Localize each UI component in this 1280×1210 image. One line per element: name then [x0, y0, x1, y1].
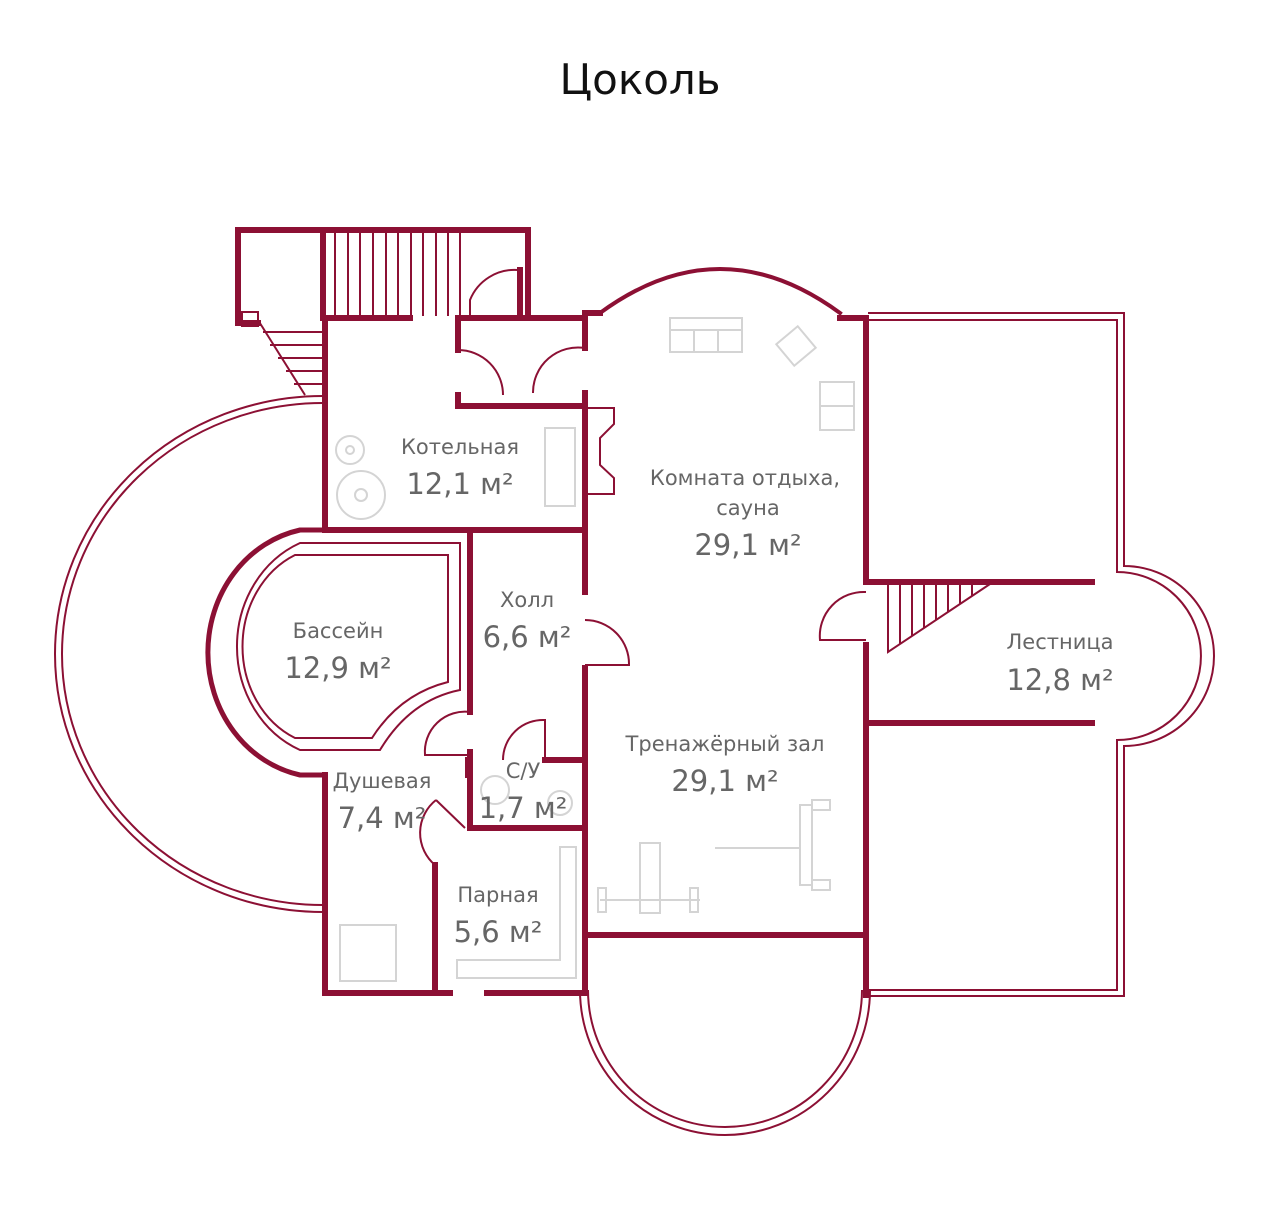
room-name: Бассейн: [293, 619, 384, 643]
room-name: Холл: [500, 588, 554, 612]
room-area: 12,9 м²: [284, 651, 391, 685]
room-name: Тренажёрный зал: [625, 732, 825, 756]
stair-walls: [863, 579, 1095, 726]
top-bay-window: [597, 267, 843, 316]
room-shower: Душевая 7,4 м²: [333, 769, 432, 835]
room-area: 12,1 м²: [406, 467, 513, 501]
room-gym: Тренажёрный зал 29,1 м²: [625, 732, 825, 798]
walls: [322, 310, 869, 998]
terrace-arc: [54, 395, 324, 913]
pool: [235, 542, 461, 751]
room-name-line2: сауна: [716, 496, 779, 520]
room-hall: Холл 6,6 м²: [483, 588, 572, 654]
room-name: Комната отдыха,: [650, 466, 840, 490]
room-lounge-sauna: Комната отдыха, сауна 29,1 м²: [650, 466, 840, 562]
room-area: 1,7 м²: [479, 791, 568, 825]
bottom-bay: [579, 989, 871, 1136]
room-area: 12,8 м²: [1006, 663, 1113, 697]
room-name: Лестница: [1006, 630, 1113, 654]
room-area: 6,6 м²: [483, 620, 572, 654]
room-name: Котельная: [401, 435, 519, 459]
room-name: С/У: [506, 759, 541, 783]
doors[interactable]: [419, 268, 867, 866]
room-area: 5,6 м²: [454, 915, 543, 949]
room-area: 29,1 м²: [694, 528, 801, 562]
entrance-stair-walls: [235, 227, 531, 326]
room-name: Парная: [457, 883, 538, 907]
room-steam: Парная 5,6 м²: [454, 883, 543, 949]
room-kotelnaya: Котельная 12,1 м²: [401, 435, 519, 501]
room-area: 29,1 м²: [671, 764, 778, 798]
room-stairs: Лестница 12,8 м²: [1006, 630, 1113, 697]
furniture: [335, 317, 855, 982]
pool-wall: [205, 527, 328, 778]
page-title: Цоколь: [559, 55, 721, 104]
stair-treads: [887, 583, 991, 654]
fireplace: [588, 407, 615, 495]
room-pool: Бассейн 12,9 м²: [284, 619, 391, 685]
entrance-stair-treads: [334, 233, 461, 316]
room-wc: С/У 1,7 м²: [479, 759, 568, 825]
side-stair: [241, 311, 323, 396]
right-terrace: [868, 312, 1215, 997]
room-area: 7,4 м²: [338, 801, 427, 835]
room-name: Душевая: [333, 769, 432, 793]
